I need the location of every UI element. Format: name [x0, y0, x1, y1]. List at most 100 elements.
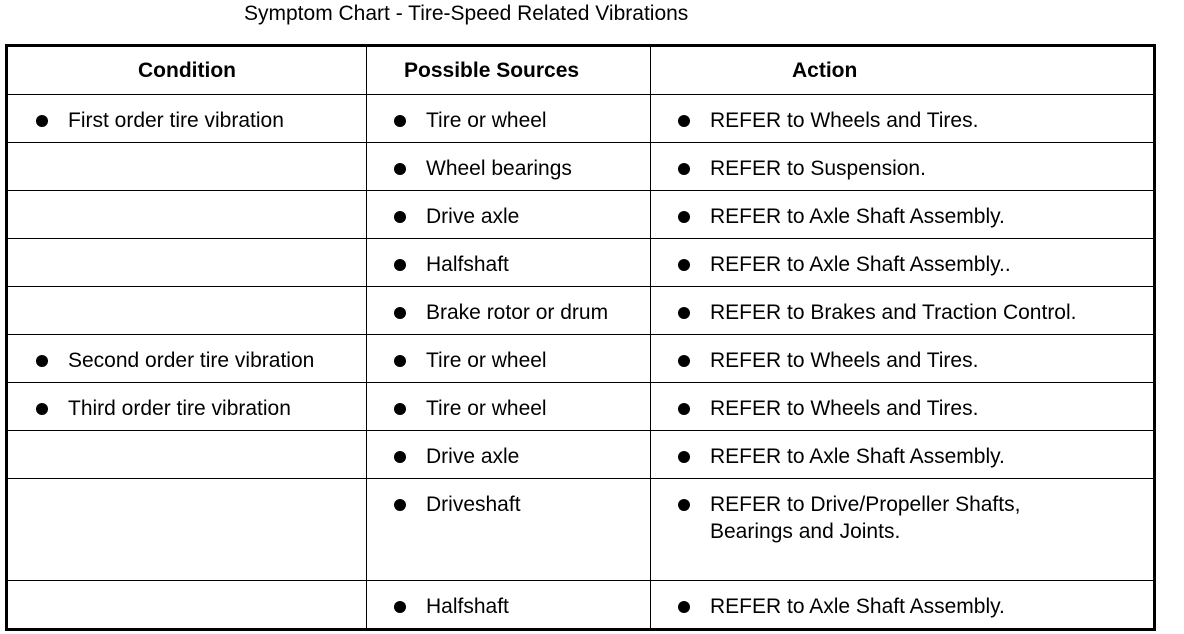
- action-text: REFER to Wheels and Tires.: [710, 397, 979, 420]
- source-item: Driveshaft: [367, 479, 650, 518]
- action-text: REFER to Axle Shaft Assembly.: [710, 445, 1005, 468]
- action-cell: REFER to Wheels and Tires.: [650, 382, 1155, 431]
- table-row: Halfshaft REFER to Axle Shaft Assembly..: [6, 238, 1155, 287]
- bullet-icon: [394, 451, 406, 463]
- condition-cell: [6, 190, 367, 239]
- table-row: Drive axle REFER to Axle Shaft Assembly.: [6, 190, 1155, 239]
- table-row: Brake rotor or drum REFER to Brakes and T…: [6, 286, 1155, 335]
- source-text: Brake rotor or drum: [426, 301, 609, 324]
- condition-text: Third order tire vibration: [68, 397, 291, 420]
- source-text: Drive axle: [426, 445, 520, 468]
- action-text: REFER to Wheels and Tires.: [710, 109, 979, 132]
- bullet-icon: [36, 403, 48, 415]
- source-cell: Halfshaft: [366, 238, 651, 287]
- action-cell: REFER to Wheels and Tires.: [650, 94, 1155, 143]
- bullet-icon: [678, 211, 690, 223]
- action-cell: REFER to Axle Shaft Assembly.: [650, 430, 1155, 479]
- action-item: REFER to Brakes and Traction Control.: [651, 287, 1153, 326]
- source-text: Tire or wheel: [426, 349, 547, 372]
- bullet-icon: [678, 355, 690, 367]
- condition-cell: [6, 286, 367, 335]
- bullet-icon: [394, 115, 406, 127]
- action-text: REFER to Axle Shaft Assembly.: [710, 205, 1005, 228]
- bullet-icon: [394, 355, 406, 367]
- condition-cell: [6, 142, 367, 191]
- source-item: Tire or wheel: [367, 383, 650, 422]
- action-text: REFER to Drive/Propeller Shafts, Bearing…: [710, 493, 1021, 543]
- action-text: REFER to Suspension.: [710, 157, 926, 180]
- source-text: Driveshaft: [426, 493, 521, 516]
- source-cell: Driveshaft: [366, 478, 651, 581]
- condition-cell: Third order tire vibration: [6, 382, 367, 431]
- source-item: Drive axle: [367, 191, 650, 230]
- action-text: REFER to Brakes and Traction Control.: [710, 301, 1077, 324]
- source-cell: Drive axle: [366, 190, 651, 239]
- bullet-icon: [36, 355, 48, 367]
- bullet-icon: [394, 601, 406, 613]
- condition-item: Third order tire vibration: [8, 383, 366, 422]
- action-cell: REFER to Wheels and Tires.: [650, 334, 1155, 383]
- bullet-icon: [678, 499, 690, 511]
- bullet-icon: [678, 451, 690, 463]
- action-cell: REFER to Suspension.: [650, 142, 1155, 191]
- condition-cell: [6, 430, 367, 479]
- bullet-icon: [394, 403, 406, 415]
- action-text: REFER to Wheels and Tires.: [710, 349, 979, 372]
- symptom-table: Condition Possible Sources Action First …: [5, 44, 1156, 631]
- table-row: Third order tire vibration Tire or wheel R…: [6, 382, 1155, 431]
- bullet-icon: [394, 211, 406, 223]
- condition-cell: First order tire vibration: [6, 94, 367, 143]
- action-cell: REFER to Brakes and Traction Control.: [650, 286, 1155, 335]
- bullet-icon: [678, 163, 690, 175]
- bullet-icon: [394, 259, 406, 271]
- action-cell: REFER to Drive/Propeller Shafts, Bearing…: [650, 478, 1155, 581]
- action-item: REFER to Axle Shaft Assembly..: [651, 239, 1153, 278]
- header-action: Action: [650, 45, 1155, 95]
- header-condition: Condition: [6, 45, 367, 95]
- bullet-icon: [678, 403, 690, 415]
- bullet-icon: [394, 307, 406, 319]
- source-text: Tire or wheel: [426, 397, 547, 420]
- table-row: Driveshaft REFER to Drive/Propeller Shaft…: [6, 478, 1155, 581]
- table-row: First order tire vibration Tire or wheel R…: [6, 94, 1155, 143]
- action-item: REFER to Wheels and Tires.: [651, 383, 1153, 422]
- source-item: Halfshaft: [367, 239, 650, 278]
- condition-cell: [6, 238, 367, 287]
- source-item: Drive axle: [367, 431, 650, 470]
- condition-item: First order tire vibration: [8, 95, 366, 134]
- action-item: REFER to Suspension.: [651, 143, 1153, 182]
- source-text: Halfshaft: [426, 595, 509, 618]
- bullet-icon: [678, 259, 690, 271]
- action-item: REFER to Axle Shaft Assembly.: [651, 431, 1153, 470]
- condition-cell: [6, 478, 367, 581]
- action-cell: REFER to Axle Shaft Assembly..: [650, 238, 1155, 287]
- source-cell: Wheel bearings: [366, 142, 651, 191]
- bullet-icon: [394, 163, 406, 175]
- source-item: Wheel bearings: [367, 143, 650, 182]
- source-cell: Drive axle: [366, 430, 651, 479]
- condition-text: Second order tire vibration: [68, 349, 315, 372]
- source-item: Tire or wheel: [367, 95, 650, 134]
- condition-cell: [6, 580, 367, 630]
- table-row: Halfshaft REFER to Axle Shaft Assembly.: [6, 580, 1155, 630]
- action-item: REFER to Wheels and Tires.: [651, 95, 1153, 134]
- condition-text: First order tire vibration: [68, 109, 284, 132]
- header-possible-sources: Possible Sources: [366, 45, 651, 95]
- action-cell: REFER to Axle Shaft Assembly.: [650, 190, 1155, 239]
- condition-cell: Second order tire vibration: [6, 334, 367, 383]
- action-item: REFER to Axle Shaft Assembly.: [651, 581, 1153, 620]
- source-text: Halfshaft: [426, 253, 509, 276]
- action-text: REFER to Axle Shaft Assembly.: [710, 595, 1005, 618]
- action-item: REFER to Wheels and Tires.: [651, 335, 1153, 374]
- source-text: Wheel bearings: [426, 157, 572, 180]
- action-item: REFER to Drive/Propeller Shafts, Bearing…: [651, 479, 1153, 545]
- action-item: REFER to Axle Shaft Assembly.: [651, 191, 1153, 230]
- table-row: Wheel bearings REFER to Suspension.: [6, 142, 1155, 191]
- source-item: Halfshaft: [367, 581, 650, 620]
- bullet-icon: [36, 115, 48, 127]
- condition-item: Second order tire vibration: [8, 335, 366, 374]
- action-text: REFER to Axle Shaft Assembly..: [710, 253, 1011, 276]
- table-row: Second order tire vibration Tire or wheel…: [6, 334, 1155, 383]
- source-text: Drive axle: [426, 205, 520, 228]
